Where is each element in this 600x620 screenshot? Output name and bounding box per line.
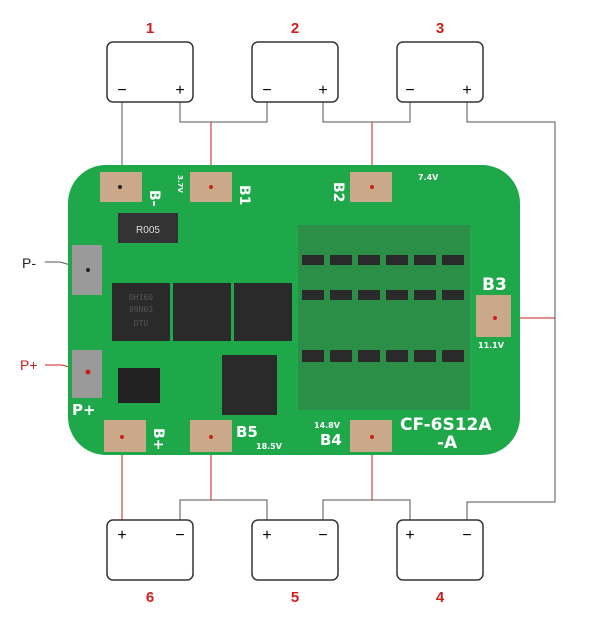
svg-text:B1: B1: [236, 185, 252, 205]
svg-text:2: 2: [291, 20, 299, 37]
svg-text:+: +: [262, 527, 271, 544]
svg-text:CF-6S12A: CF-6S12A: [400, 415, 492, 435]
svg-text:R005: R005: [136, 225, 160, 236]
svg-text:B4: B4: [320, 431, 342, 449]
wire-cell1-cell2: [179, 102, 268, 123]
wire-cell3-cell4: [466, 102, 556, 520]
svg-text:B2: B2: [330, 182, 346, 202]
svg-text:+: +: [117, 527, 126, 544]
svg-text:B-: B-: [146, 190, 162, 207]
svg-text:3: 3: [436, 20, 444, 37]
svg-text:−: −: [175, 527, 184, 544]
svg-text:6: 6: [146, 589, 154, 606]
svg-text:+: +: [318, 82, 327, 99]
wire-cell2-cell3: [322, 102, 411, 123]
svg-text:P+: P+: [72, 401, 96, 419]
svg-text:B5: B5: [236, 423, 258, 441]
svg-text:-A: -A: [437, 433, 458, 453]
cell-3: 3 − +: [396, 20, 484, 103]
cell-5: + − 5: [251, 519, 339, 606]
wire-cell5-cell4: [322, 499, 411, 520]
wire-cell6-cell5: [179, 499, 268, 520]
pcb-board: R005 DH160 09N03 DTU: [68, 165, 520, 455]
svg-text:B+: B+: [150, 428, 166, 450]
svg-text:+: +: [175, 82, 184, 99]
svg-text:7.4V: 7.4V: [418, 173, 439, 182]
cell-6: + − 6: [106, 519, 194, 606]
svg-text:+: +: [462, 82, 471, 99]
cell-4: + − 4: [396, 519, 484, 606]
p-minus-label: P-: [22, 255, 36, 271]
svg-text:−: −: [405, 82, 414, 99]
svg-text:DH160: DH160: [129, 293, 153, 302]
svg-text:−: −: [318, 527, 327, 544]
wires: [45, 102, 556, 520]
svg-text:−: −: [462, 527, 471, 544]
cell-2: 2 − +: [251, 20, 339, 103]
svg-text:14.8V: 14.8V: [314, 421, 341, 430]
svg-text:DTU: DTU: [134, 319, 149, 328]
svg-text:11.1V: 11.1V: [478, 341, 505, 350]
svg-text:4: 4: [436, 589, 445, 606]
svg-text:−: −: [117, 82, 126, 99]
svg-text:18.5V: 18.5V: [256, 442, 283, 451]
cell-1: 1 − +: [106, 20, 194, 103]
svg-text:5: 5: [291, 589, 299, 606]
mosfets: DH160 09N03 DTU: [112, 283, 292, 415]
svg-text:3.7V: 3.7V: [176, 175, 184, 193]
p-plus-label: P+: [20, 357, 38, 373]
svg-text:B3: B3: [482, 275, 507, 295]
svg-text:09N03: 09N03: [129, 305, 153, 314]
svg-text:−: −: [262, 82, 271, 99]
svg-text:+: +: [405, 527, 414, 544]
svg-text:1: 1: [146, 20, 154, 37]
